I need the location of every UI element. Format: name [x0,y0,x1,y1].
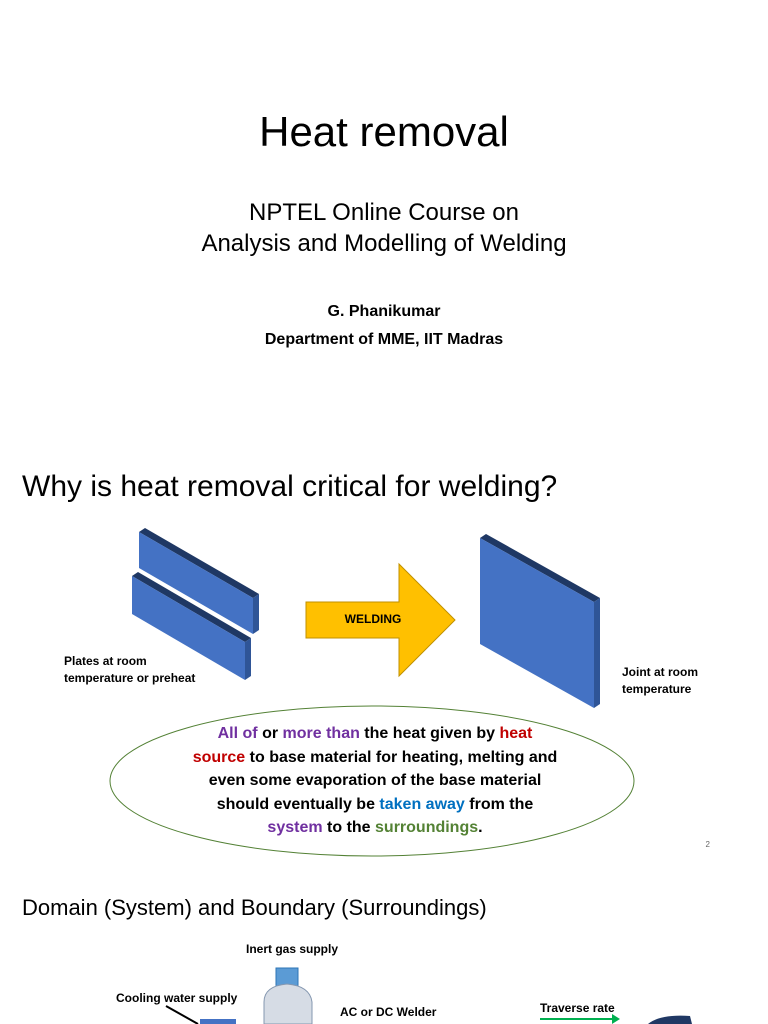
welding-arrow [305,562,456,678]
slide-heading: Domain (System) and Boundary (Surroundin… [22,895,487,920]
course-subtitle-line1: NPTEL Online Course on [249,199,519,226]
gas-cylinder-cap [275,967,299,987]
torch-shape [648,1015,692,1024]
slide-heading: Why is heat removal critical for welding… [22,470,558,503]
slide-title: Heat removal [259,108,509,155]
traverse-rate-label: Traverse rate [540,1001,615,1015]
welding-arrow-label: WELDING [344,612,402,626]
welding-heat-slide: Why is heat removal critical for welding… [0,432,768,864]
plate-joined [480,534,600,708]
title-slide: Heat removal NPTEL Online Course on Anal… [0,0,768,432]
cooling-arrow [165,1005,199,1024]
cooling-block [200,1019,236,1024]
plate-lower [132,572,251,680]
heat-statement: All of or more than the heat given by he… [192,725,558,836]
author-name: G. Phanikumar [327,303,441,320]
gas-cylinder [263,983,313,1024]
cooling-water-label: Cooling water supply [116,991,238,1005]
plates-caption: Plates at room temperature or preheat [64,654,196,685]
welding-diagram [109,528,635,857]
statement-ellipse [109,705,635,857]
plate-upper [139,528,259,634]
welder-label: AC or DC Welder [340,1005,437,1019]
welding-setup-diagram [165,967,692,1024]
domain-boundary-slide: Domain (System) and Boundary (Surroundin… [0,864,768,1024]
inert-gas-label: Inert gas supply [246,942,339,956]
page-number: 2 [705,840,710,849]
course-subtitle-line2: Analysis and Modelling of Welding [201,230,567,257]
joint-caption: Joint at room temperature [622,665,699,696]
author-department: Department of MME, IIT Madras [264,331,504,348]
